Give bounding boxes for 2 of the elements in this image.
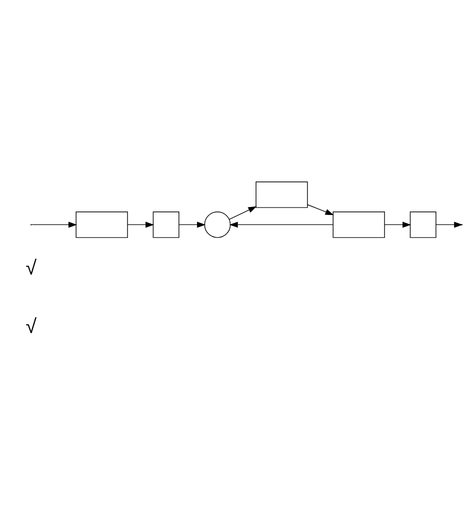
label: √ (26, 316, 37, 338)
label: √ (26, 257, 37, 280)
